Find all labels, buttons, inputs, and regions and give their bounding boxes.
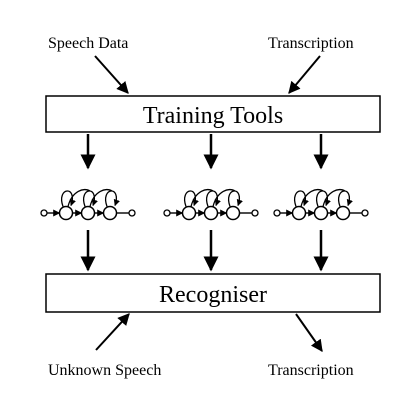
hmm-arc bbox=[67, 188, 91, 207]
training-tools-box bbox=[45, 95, 381, 133]
hmm-self-loop bbox=[316, 190, 331, 207]
speech-data-label: Speech Data bbox=[48, 35, 128, 52]
hmm-model bbox=[273, 188, 369, 221]
hmm-state bbox=[80, 205, 96, 221]
hmm-arc bbox=[212, 188, 236, 207]
speech-data-arrow bbox=[94, 55, 129, 94]
training-tools-label: Training Tools bbox=[143, 103, 283, 129]
hmm-entry-node bbox=[273, 209, 281, 217]
transcription-input-label: Transcription bbox=[268, 35, 354, 52]
hmm-entry-node bbox=[40, 209, 48, 217]
hmm-state bbox=[335, 205, 351, 221]
transcription-input-arrow bbox=[288, 55, 321, 94]
hmm-self-loop bbox=[61, 190, 76, 207]
unknown-speech-label: Unknown Speech bbox=[48, 362, 161, 379]
hmm-self-loop bbox=[184, 190, 199, 207]
hmm-arc bbox=[190, 188, 214, 207]
hmm-self-loop bbox=[83, 190, 98, 207]
hmm-state bbox=[58, 205, 74, 221]
hmm-self-loop bbox=[338, 190, 353, 207]
hmm-self-loop bbox=[294, 190, 309, 207]
recogniser-box bbox=[45, 273, 381, 313]
unknown-speech-arrow bbox=[95, 313, 130, 351]
hmm-model bbox=[163, 188, 259, 221]
hmm-state bbox=[102, 205, 118, 221]
hmm-state bbox=[203, 205, 219, 221]
hmm-state bbox=[291, 205, 307, 221]
transcription-output-label: Transcription bbox=[268, 362, 354, 379]
transcription-output-arrow bbox=[295, 313, 323, 352]
hmm-self-loop bbox=[206, 190, 221, 207]
hmm-arc bbox=[89, 188, 113, 207]
hmm-state bbox=[225, 205, 241, 221]
hmm-state bbox=[313, 205, 329, 221]
recogniser-label: Recogniser bbox=[159, 282, 267, 308]
hmm-model bbox=[40, 188, 136, 221]
hmm-self-loop bbox=[105, 190, 120, 207]
hmm-entry-node bbox=[163, 209, 171, 217]
hmm-state bbox=[181, 205, 197, 221]
hmm-arc bbox=[300, 188, 324, 207]
hmm-arc bbox=[322, 188, 346, 207]
hmm-models bbox=[40, 188, 369, 221]
hmm-exit-node bbox=[361, 209, 369, 217]
hmm-exit-node bbox=[128, 209, 136, 217]
hmm-exit-node bbox=[251, 209, 259, 217]
hmm-self-loop bbox=[228, 190, 243, 207]
